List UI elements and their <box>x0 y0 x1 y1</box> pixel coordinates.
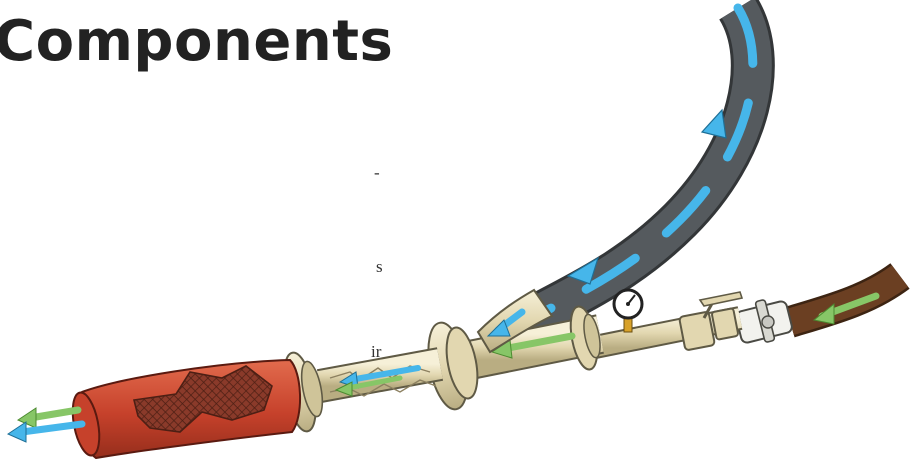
feed-hose <box>512 8 753 330</box>
acceleration-tube <box>320 364 440 396</box>
air-pipe <box>590 308 740 350</box>
hose-clamp-icon <box>735 299 793 343</box>
feed-flow-arrow-1 <box>702 110 726 138</box>
pressure-gauge-icon <box>614 290 642 332</box>
air-supply-hose <box>790 276 900 324</box>
exhaust-flow-arrows <box>8 408 82 442</box>
